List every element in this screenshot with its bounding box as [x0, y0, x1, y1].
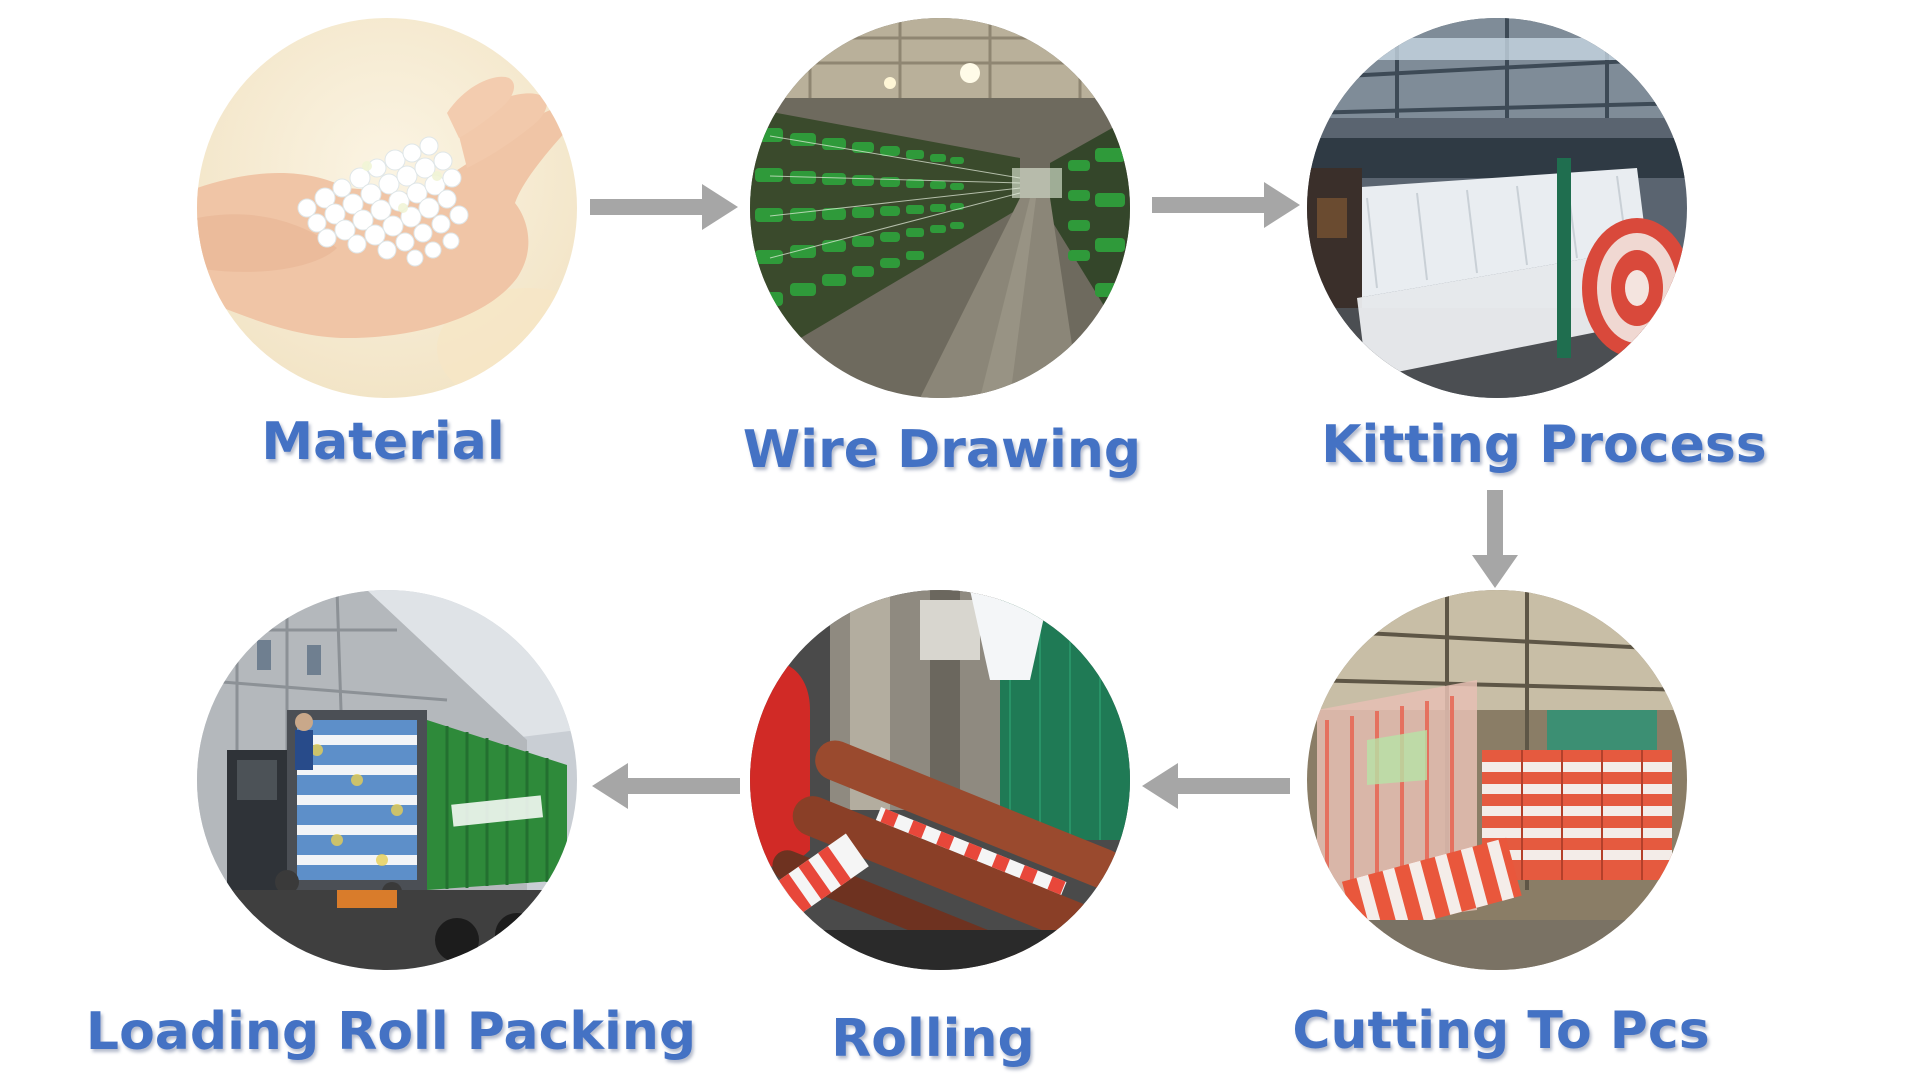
arrow-right-icon: [590, 182, 740, 232]
step-cutting-to-pcs-label: Cutting To Pcs: [1292, 1001, 1710, 1061]
arrow-right-icon: [1152, 180, 1302, 230]
step-kitting-process-photo: [1307, 18, 1687, 398]
rolling-machine-photo: [750, 590, 1130, 970]
green-bobbins-creel-photo: [750, 18, 1130, 398]
arrow-down-icon: [1470, 490, 1520, 590]
orange-white-net-rolls-photo: [1307, 590, 1687, 970]
arrow-left-icon: [590, 761, 740, 811]
container-truck-loading-photo: [197, 590, 577, 970]
step-wire-drawing-label: Wire Drawing: [742, 420, 1142, 480]
hand-holding-pellets-photo: [197, 18, 577, 398]
step-wire-drawing-photo: [750, 18, 1130, 398]
step-rolling-label: Rolling: [831, 1009, 1035, 1069]
knitting-machine-photo: [1307, 18, 1687, 398]
step-loading-roll-packing-label: Loading Roll Packing: [85, 1002, 697, 1062]
step-kitting-process-label: Kitting Process: [1321, 415, 1767, 475]
step-loading-roll-packing-photo: [197, 590, 577, 970]
arrow-left-icon: [1140, 761, 1290, 811]
step-material-photo: [197, 18, 577, 398]
step-cutting-to-pcs-photo: [1307, 590, 1687, 970]
step-material-label: Material: [261, 412, 505, 472]
step-rolling-photo: [750, 590, 1130, 970]
